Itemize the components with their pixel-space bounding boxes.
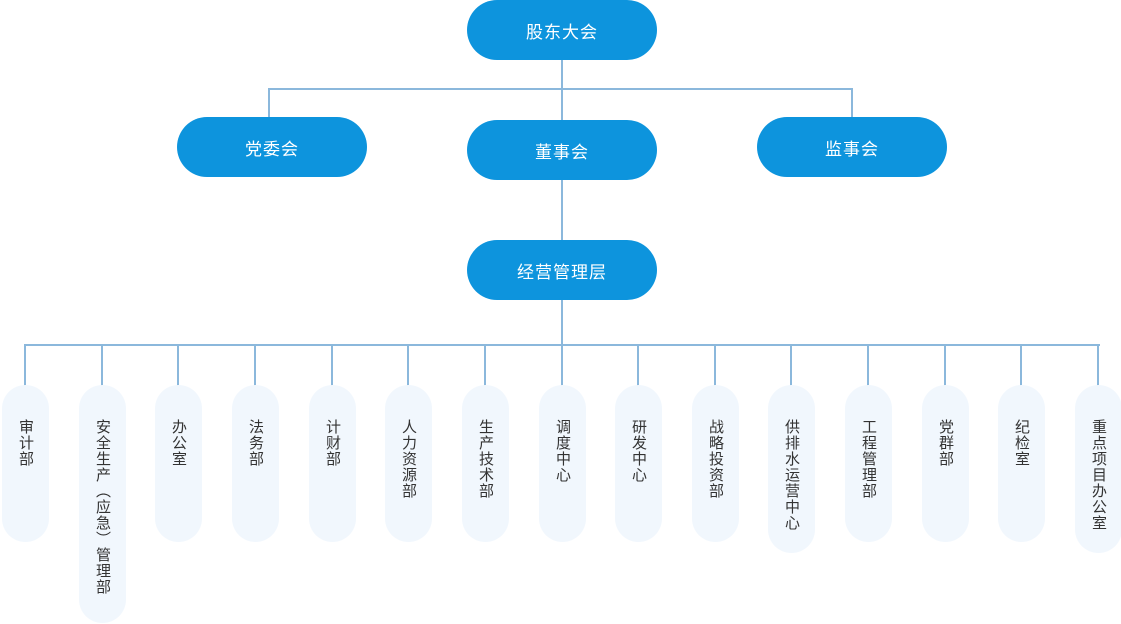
department-node: 重点项目办公室 xyxy=(1075,385,1121,553)
connector-dept-drop xyxy=(1020,344,1022,386)
department-label: 党群部 xyxy=(937,419,955,467)
department-label: 计财部 xyxy=(324,419,342,467)
department-label: 供排水运营中心 xyxy=(783,419,801,531)
department-node: 安全生产（应急）管理部 xyxy=(79,385,126,623)
department-node: 工程管理部 xyxy=(845,385,892,542)
department-node: 调度中心 xyxy=(539,385,586,542)
node-party-committee: 党委会 xyxy=(177,117,367,177)
department-label: 审计部 xyxy=(17,419,35,467)
connector-dept-drop xyxy=(637,344,639,386)
connector-dept-drop xyxy=(331,344,333,386)
department-node: 计财部 xyxy=(309,385,356,542)
department-label: 重点项目办公室 xyxy=(1090,419,1108,531)
node-supervisory-board: 监事会 xyxy=(757,117,947,177)
department-label: 纪检室 xyxy=(1013,419,1031,467)
connector-dept-drop xyxy=(561,344,563,386)
department-label: 办公室 xyxy=(170,419,188,467)
connector-dept-drop xyxy=(407,344,409,386)
connector-board-to-management xyxy=(561,180,563,241)
connector-top-trunk xyxy=(561,60,563,122)
connector-supervisory-drop xyxy=(851,88,853,118)
department-node: 生产技术部 xyxy=(462,385,509,542)
department-label: 法务部 xyxy=(247,419,265,467)
department-label: 安全生产（应急）管理部 xyxy=(94,419,112,595)
connector-dept-drop xyxy=(254,344,256,386)
connector-board-bar xyxy=(268,88,853,90)
node-management: 经营管理层 xyxy=(467,240,657,300)
department-node: 法务部 xyxy=(232,385,279,542)
department-label: 工程管理部 xyxy=(860,419,878,499)
node-board-of-directors: 董事会 xyxy=(467,120,657,180)
connector-dept-drop xyxy=(790,344,792,386)
connector-dept-drop xyxy=(867,344,869,386)
connector-dept-drop xyxy=(484,344,486,386)
connector-dept-drop xyxy=(101,344,103,386)
department-label: 研发中心 xyxy=(630,419,648,483)
department-label: 人力资源部 xyxy=(400,419,418,499)
department-node: 研发中心 xyxy=(615,385,662,542)
department-label: 调度中心 xyxy=(554,419,572,483)
department-node: 供排水运营中心 xyxy=(768,385,815,553)
department-node: 办公室 xyxy=(155,385,202,542)
department-node: 人力资源部 xyxy=(385,385,432,542)
connector-dept-drop xyxy=(714,344,716,386)
department-node: 审计部 xyxy=(2,385,49,542)
department-node: 党群部 xyxy=(922,385,969,542)
department-node: 战略投资部 xyxy=(692,385,739,542)
node-shareholders-meeting: 股东大会 xyxy=(467,0,657,60)
connector-party-drop xyxy=(268,88,270,118)
connector-dept-drop xyxy=(1097,344,1099,386)
connector-dept-drop xyxy=(944,344,946,386)
department-label: 战略投资部 xyxy=(707,419,725,499)
connector-dept-drop xyxy=(177,344,179,386)
department-label: 生产技术部 xyxy=(477,419,495,499)
connector-management-trunk xyxy=(561,300,563,345)
connector-dept-drop xyxy=(24,344,26,386)
department-node: 纪检室 xyxy=(998,385,1045,542)
